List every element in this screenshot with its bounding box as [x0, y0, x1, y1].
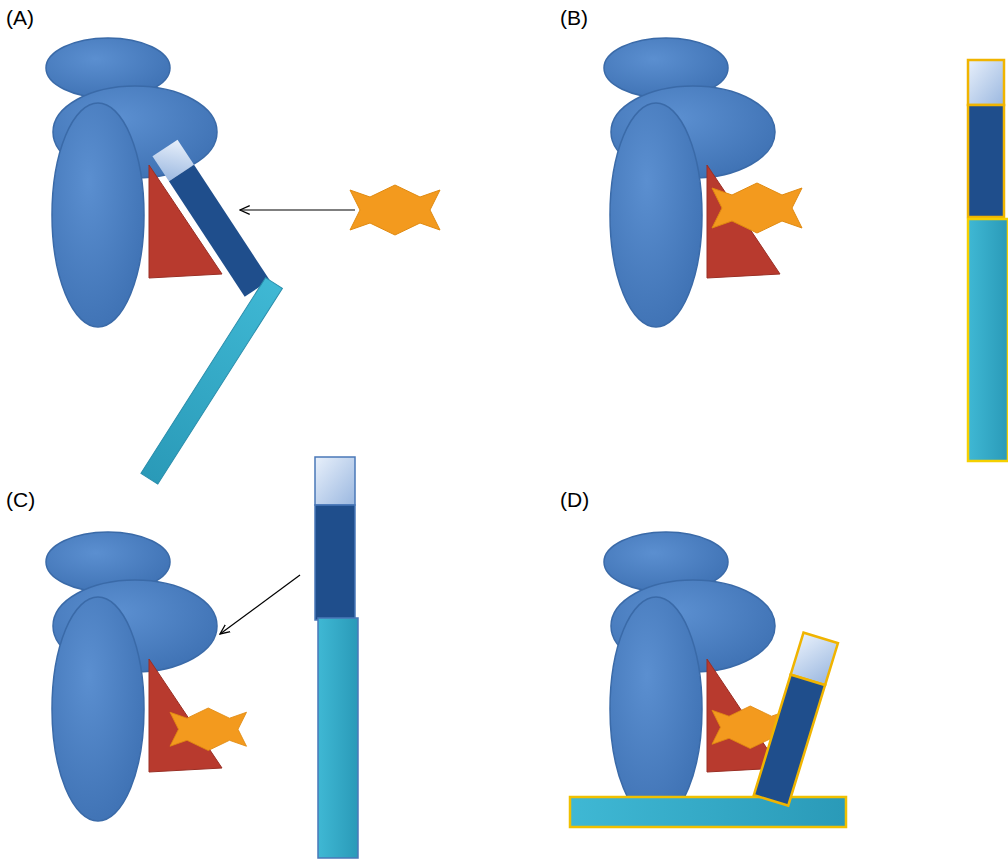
- panel-d-art: [570, 532, 846, 827]
- panel-label: (C): [6, 488, 35, 512]
- panel-label: (A): [6, 6, 34, 30]
- panel-a-art: [46, 38, 440, 484]
- panel-b-art: [604, 38, 1008, 461]
- panel-c-art: [46, 457, 358, 858]
- panel-label: (B): [560, 6, 588, 30]
- panel-label: (D): [560, 488, 589, 512]
